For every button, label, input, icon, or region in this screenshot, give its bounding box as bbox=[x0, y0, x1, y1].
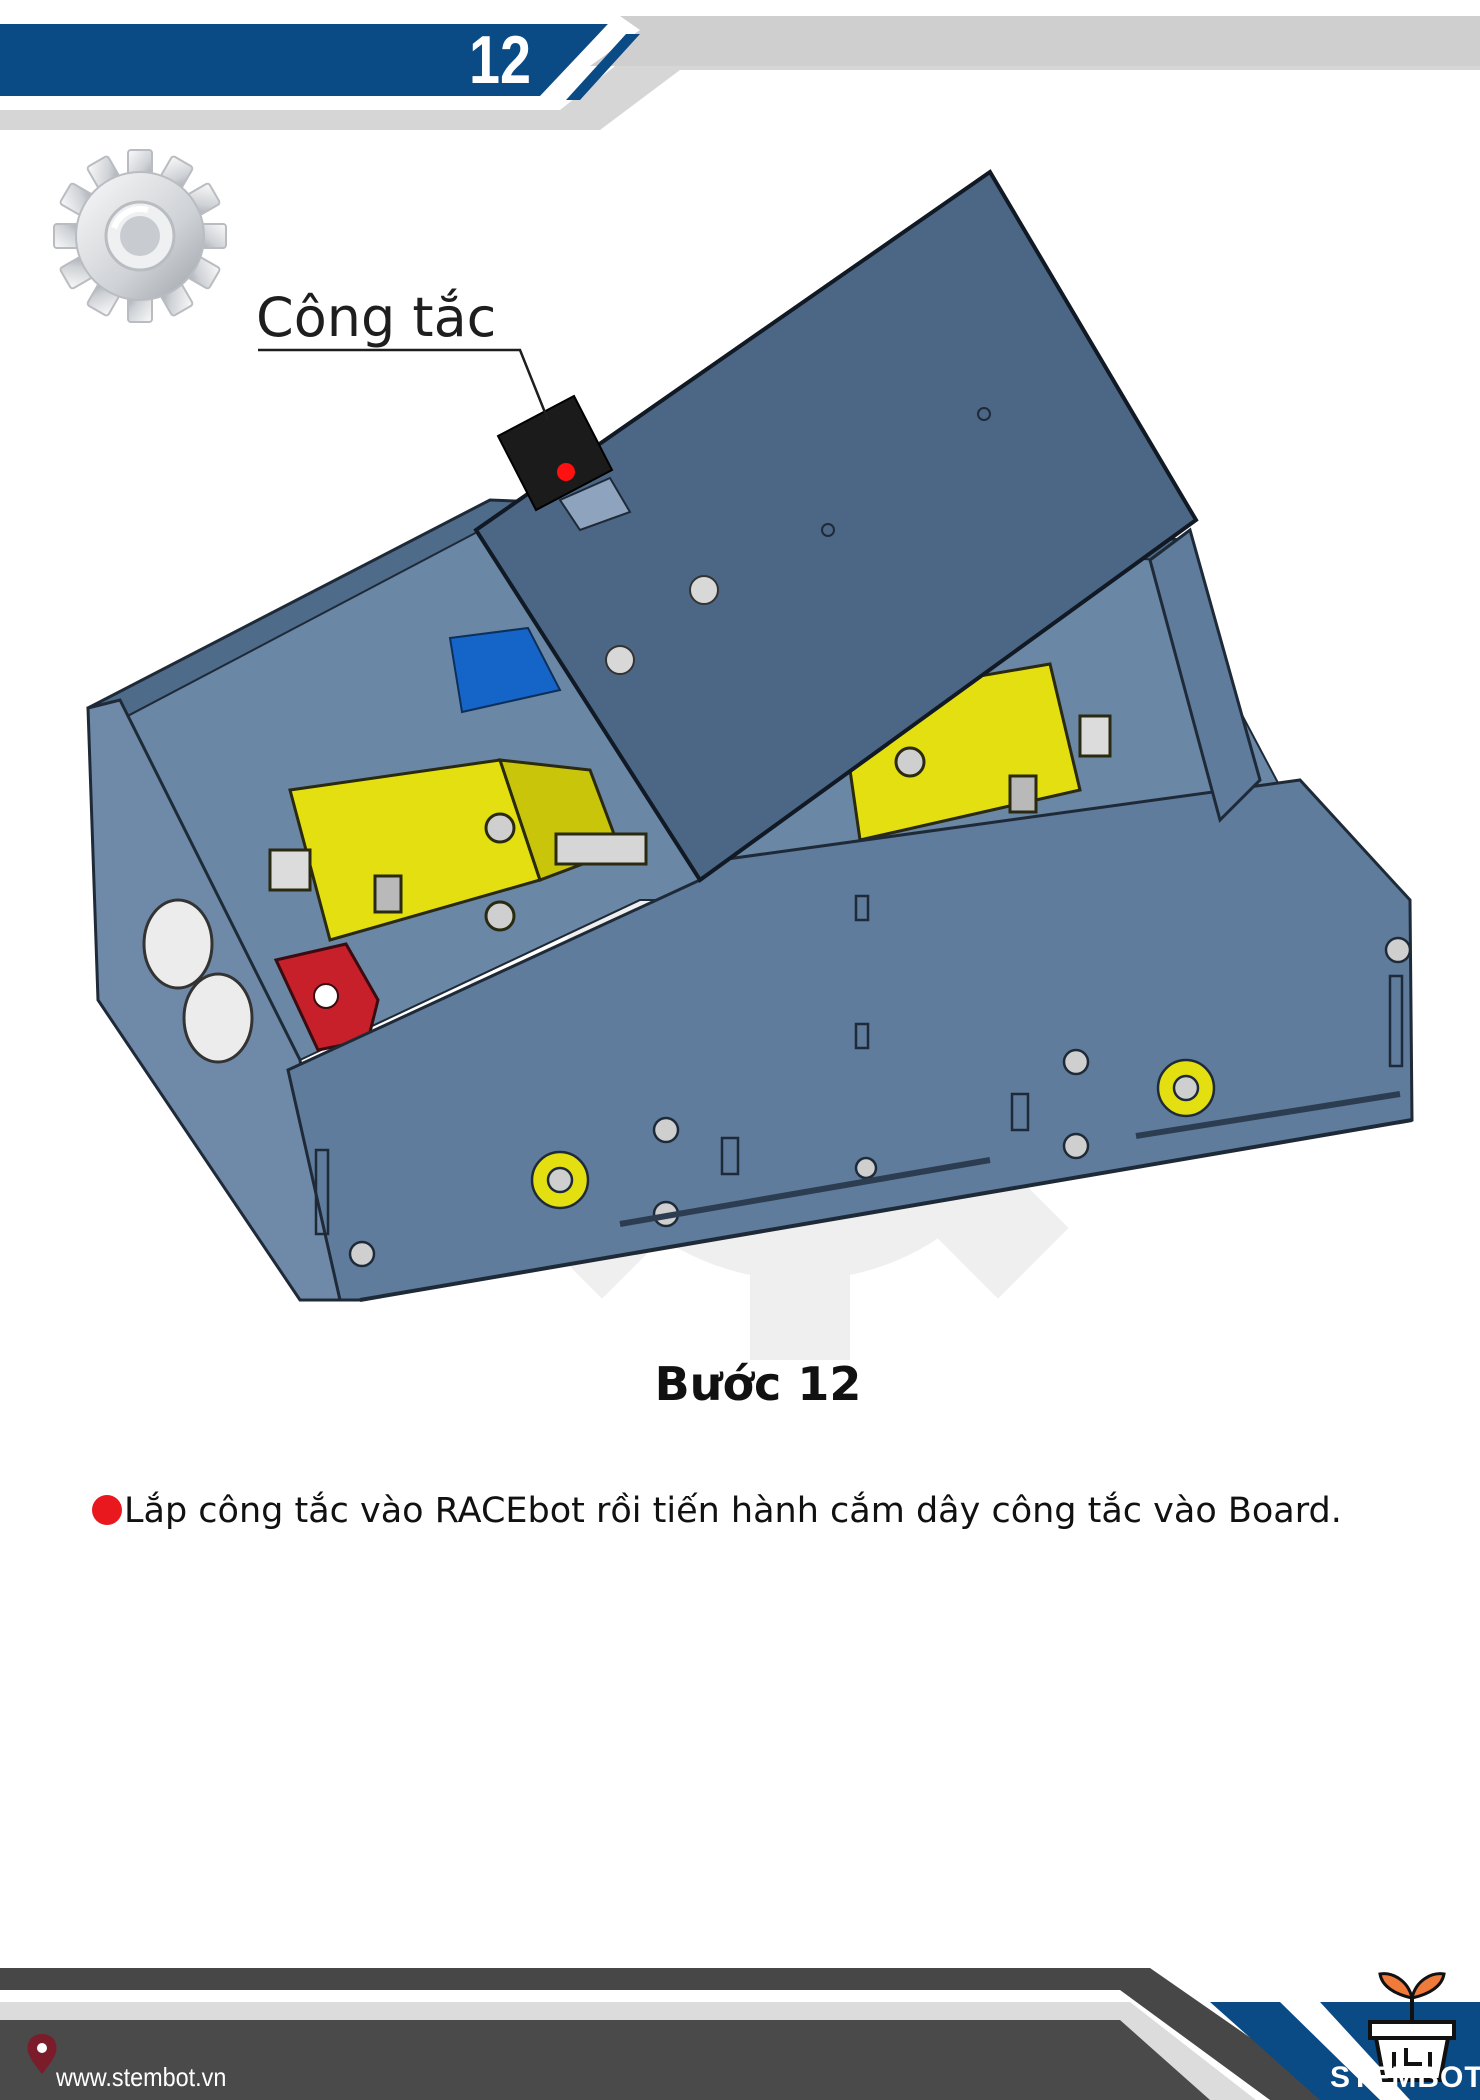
instruction-label: Lắp công tắc vào RACEbot rồi tiến hành c… bbox=[124, 1491, 1342, 1531]
step-title: Bước 12 bbox=[654, 1357, 862, 1411]
switch-component bbox=[496, 394, 632, 532]
gear-icon bbox=[53, 149, 227, 323]
page-number: 12 bbox=[468, 22, 532, 98]
front-panel-details bbox=[314, 894, 1412, 1268]
callout-label: Công tắc bbox=[256, 286, 497, 349]
website-link[interactable]: www.stembot.vn bbox=[56, 2062, 227, 2092]
header-banner bbox=[0, 16, 1480, 130]
bullet-dot bbox=[92, 1495, 122, 1525]
robot-chassis-illustration bbox=[86, 169, 1414, 1360]
left-motor bbox=[268, 758, 648, 942]
brand-name: STEMBOT bbox=[1330, 2061, 1480, 2094]
footer-banner bbox=[0, 1968, 1480, 2100]
location-pin-icon bbox=[27, 2034, 57, 2074]
plant-pot-logo-icon bbox=[1368, 1972, 1456, 2082]
instruction-text: Lắp công tắc vào RACEbot rồi tiến hành c… bbox=[92, 1488, 1342, 1534]
